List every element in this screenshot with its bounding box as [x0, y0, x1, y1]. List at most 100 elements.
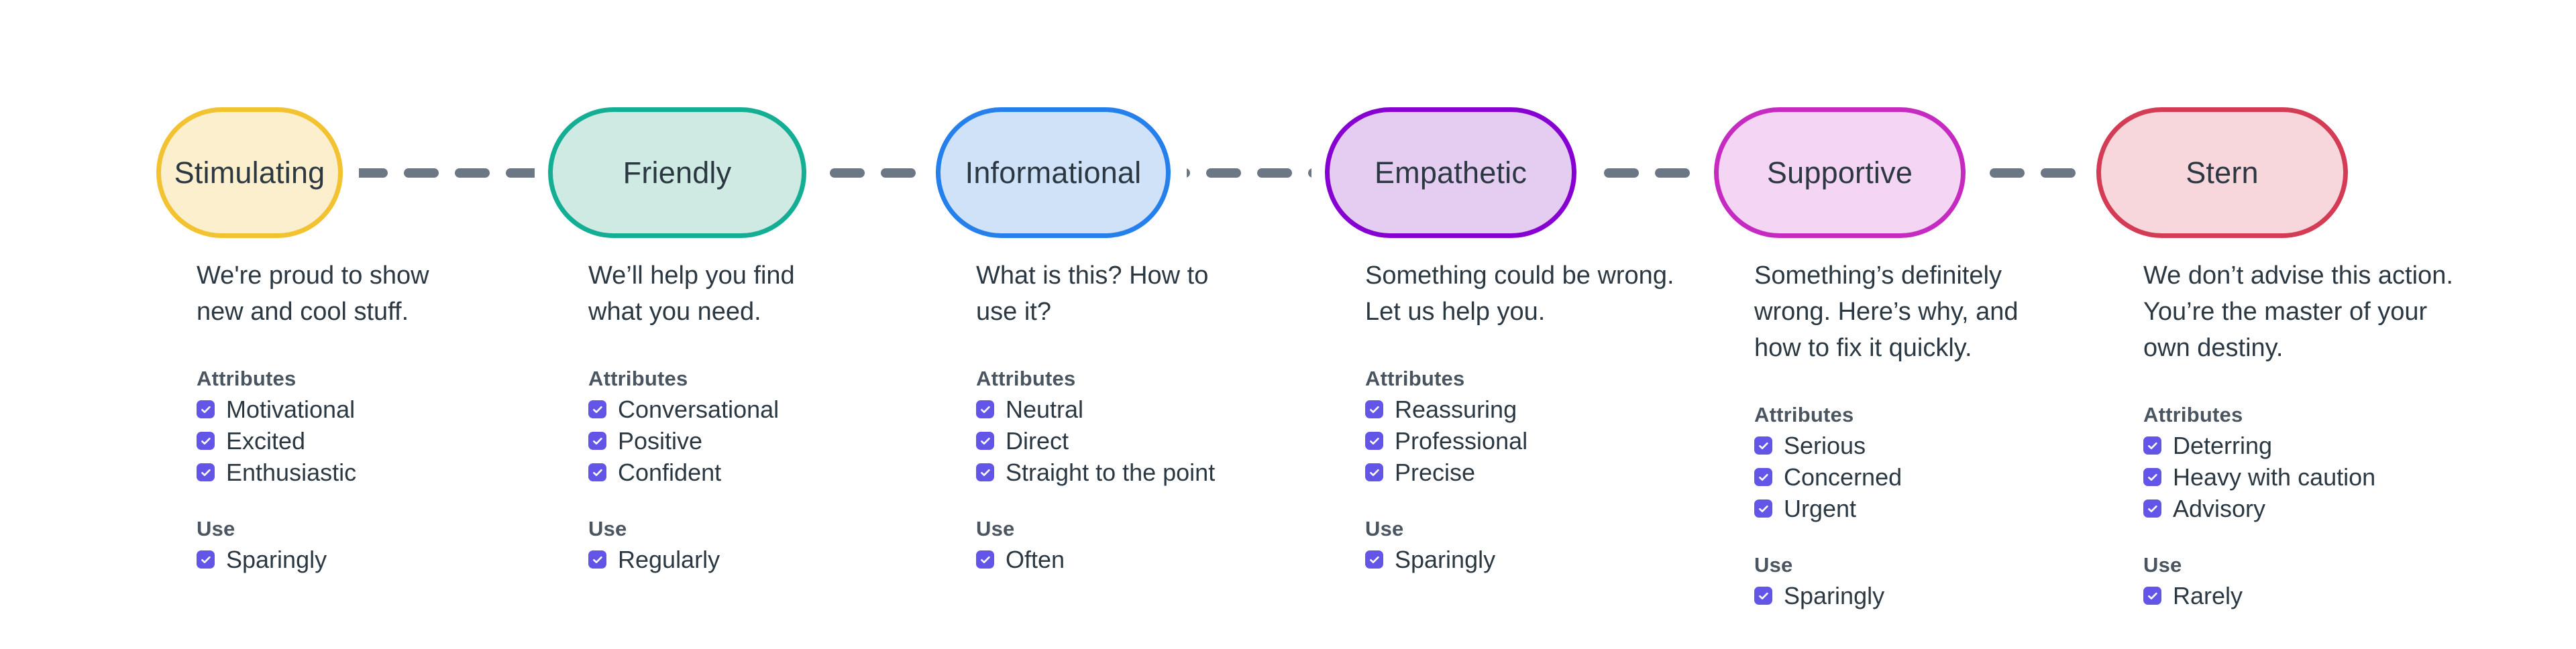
dash-segment — [359, 168, 388, 178]
checkbox-row[interactable]: Sparingly — [1754, 583, 2019, 608]
tone-pill-friendly[interactable]: Friendly — [548, 107, 806, 238]
checkbox-checked-icon[interactable] — [2143, 499, 2161, 518]
checkbox-label: Enthusiastic — [226, 458, 357, 486]
tone-pill-stern[interactable]: Stern — [2096, 107, 2348, 238]
checkbox-row[interactable]: Confident — [588, 460, 795, 485]
checkbox-row[interactable]: Excited — [197, 428, 429, 453]
checkbox-checked-icon[interactable] — [588, 400, 606, 419]
checkbox-checked-icon[interactable] — [2143, 436, 2161, 455]
checkbox-row[interactable]: Direct — [976, 426, 1215, 455]
dashed-line-icon — [822, 168, 922, 178]
checkbox-checked-icon[interactable] — [1754, 499, 1772, 518]
checkbox-label: Often — [1006, 545, 1065, 573]
checkbox-checked-icon[interactable] — [1754, 468, 1772, 487]
checkbox-label: Direct — [1006, 426, 1069, 455]
checkbox-checked-icon[interactable] — [2143, 468, 2161, 487]
tone-pill-label: Stern — [2186, 155, 2259, 190]
checkbox-row[interactable]: Deterring — [2143, 433, 2453, 458]
group-title-attributes: Attributes — [1754, 402, 1854, 426]
tone-pill-row: Stimulating Friendly Informational Empathet… — [0, 107, 2576, 245]
dash-segment — [1187, 168, 1190, 178]
checkbox-label: Precise — [1395, 458, 1476, 486]
group-title-use: Use — [197, 516, 235, 540]
checkbox-checked-icon[interactable] — [976, 463, 994, 482]
checkbox-checked-icon[interactable] — [197, 432, 215, 451]
checkbox-label: Neutral — [1006, 395, 1084, 423]
checkbox-checked-icon[interactable] — [2143, 587, 2161, 605]
tone-column-friendly: We’ll help you find what you need. Attrib… — [588, 258, 795, 579]
checkbox-row[interactable]: Urgent — [1754, 496, 2019, 521]
checkbox-label: Positive — [618, 426, 703, 455]
tone-pill-label: Informational — [965, 155, 1142, 190]
dash-segment — [1206, 168, 1241, 178]
checkbox-checked-icon[interactable] — [976, 432, 994, 451]
group-title-attributes: Attributes — [588, 366, 688, 390]
checkbox-row[interactable]: Professional — [1365, 426, 1674, 455]
group-title-use: Use — [976, 516, 1015, 540]
checkbox-checked-icon[interactable] — [588, 432, 606, 451]
checkbox-row[interactable]: Straight to the point — [976, 460, 1215, 485]
group-title-use: Use — [2143, 552, 2182, 577]
dash-segment — [404, 168, 439, 178]
checkbox-row[interactable]: Regularly — [588, 547, 795, 572]
checkbox-checked-icon[interactable] — [1365, 400, 1383, 419]
checkbox-checked-icon[interactable] — [588, 463, 606, 482]
tone-description: Something could be wrong. Let us help yo… — [1365, 261, 1674, 326]
checkbox-row[interactable]: Motivational — [197, 395, 429, 423]
checkbox-checked-icon[interactable] — [1365, 550, 1383, 569]
checkbox-row[interactable]: Sparingly — [197, 547, 429, 572]
checkbox-label: Conversational — [618, 395, 780, 423]
checkbox-row[interactable]: Often — [976, 545, 1215, 573]
checkbox-row[interactable]: Advisory — [2143, 494, 2453, 522]
checkbox-row[interactable]: Reassuring — [1365, 397, 1674, 422]
dash-segment — [1257, 168, 1292, 178]
checkbox-row[interactable]: Conversational — [588, 395, 795, 423]
tone-description: We’ll help you find what you need. — [588, 261, 795, 326]
tone-pill-label: Friendly — [623, 155, 732, 190]
checkbox-row[interactable]: Rarely — [2143, 583, 2453, 608]
checkbox-row[interactable]: Positive — [588, 426, 795, 455]
checkbox-row[interactable]: Neutral — [976, 395, 1215, 423]
checkbox-checked-icon[interactable] — [197, 550, 215, 569]
checkbox-row[interactable]: Serious — [1754, 433, 2019, 458]
checkbox-label: Sparingly — [1395, 545, 1496, 573]
checkbox-checked-icon[interactable] — [1754, 587, 1772, 605]
tone-detail-columns: We're proud to show new and cool stuff.A… — [0, 258, 2576, 607]
checkbox-label: Heavy with caution — [2173, 463, 2376, 491]
checkbox-checked-icon[interactable] — [1754, 436, 1772, 455]
checkbox-label: Professional — [1395, 426, 1528, 455]
checkbox-checked-icon[interactable] — [588, 550, 606, 569]
checkbox-checked-icon[interactable] — [1365, 463, 1383, 482]
checkbox-checked-icon[interactable] — [976, 550, 994, 569]
tone-description: Something’s definitely wrong. Here’s why… — [1754, 261, 2019, 362]
checkbox-label: Advisory — [2173, 494, 2266, 522]
checkbox-label: Motivational — [226, 395, 356, 423]
checkbox-checked-icon[interactable] — [197, 400, 215, 419]
checkbox-row[interactable]: Concerned — [1754, 465, 2019, 489]
checkbox-row[interactable]: Precise — [1365, 458, 1674, 486]
dash-segment — [1654, 168, 1690, 178]
tone-column-stern: We don’t advise this action. You’re the … — [2143, 258, 2453, 615]
tone-pill-label: Stimulating — [174, 155, 325, 190]
checkbox-checked-icon[interactable] — [197, 463, 215, 482]
group-title-attributes: Attributes — [2143, 402, 2243, 426]
tone-pill-informational[interactable]: Informational — [936, 107, 1171, 238]
checkbox-checked-icon[interactable] — [976, 400, 994, 419]
checkbox-row[interactable]: Enthusiastic — [197, 458, 429, 486]
checkbox-row[interactable]: Sparingly — [1365, 545, 1674, 573]
dash-segment — [1989, 168, 2025, 178]
tone-pill-empathetic[interactable]: Empathetic — [1325, 107, 1576, 238]
tone-pill-stimulating[interactable]: Stimulating — [156, 107, 343, 238]
checkbox-checked-icon[interactable] — [1365, 432, 1383, 451]
dash-segment — [880, 168, 916, 178]
group-title-attributes: Attributes — [1365, 366, 1465, 390]
checkbox-row[interactable]: Heavy with caution — [2143, 465, 2453, 489]
tone-column-empathetic: Something could be wrong. Let us help yo… — [1365, 258, 1674, 579]
tone-pill-supportive[interactable]: Supportive — [1714, 107, 1966, 238]
dash-segment — [1603, 168, 1639, 178]
